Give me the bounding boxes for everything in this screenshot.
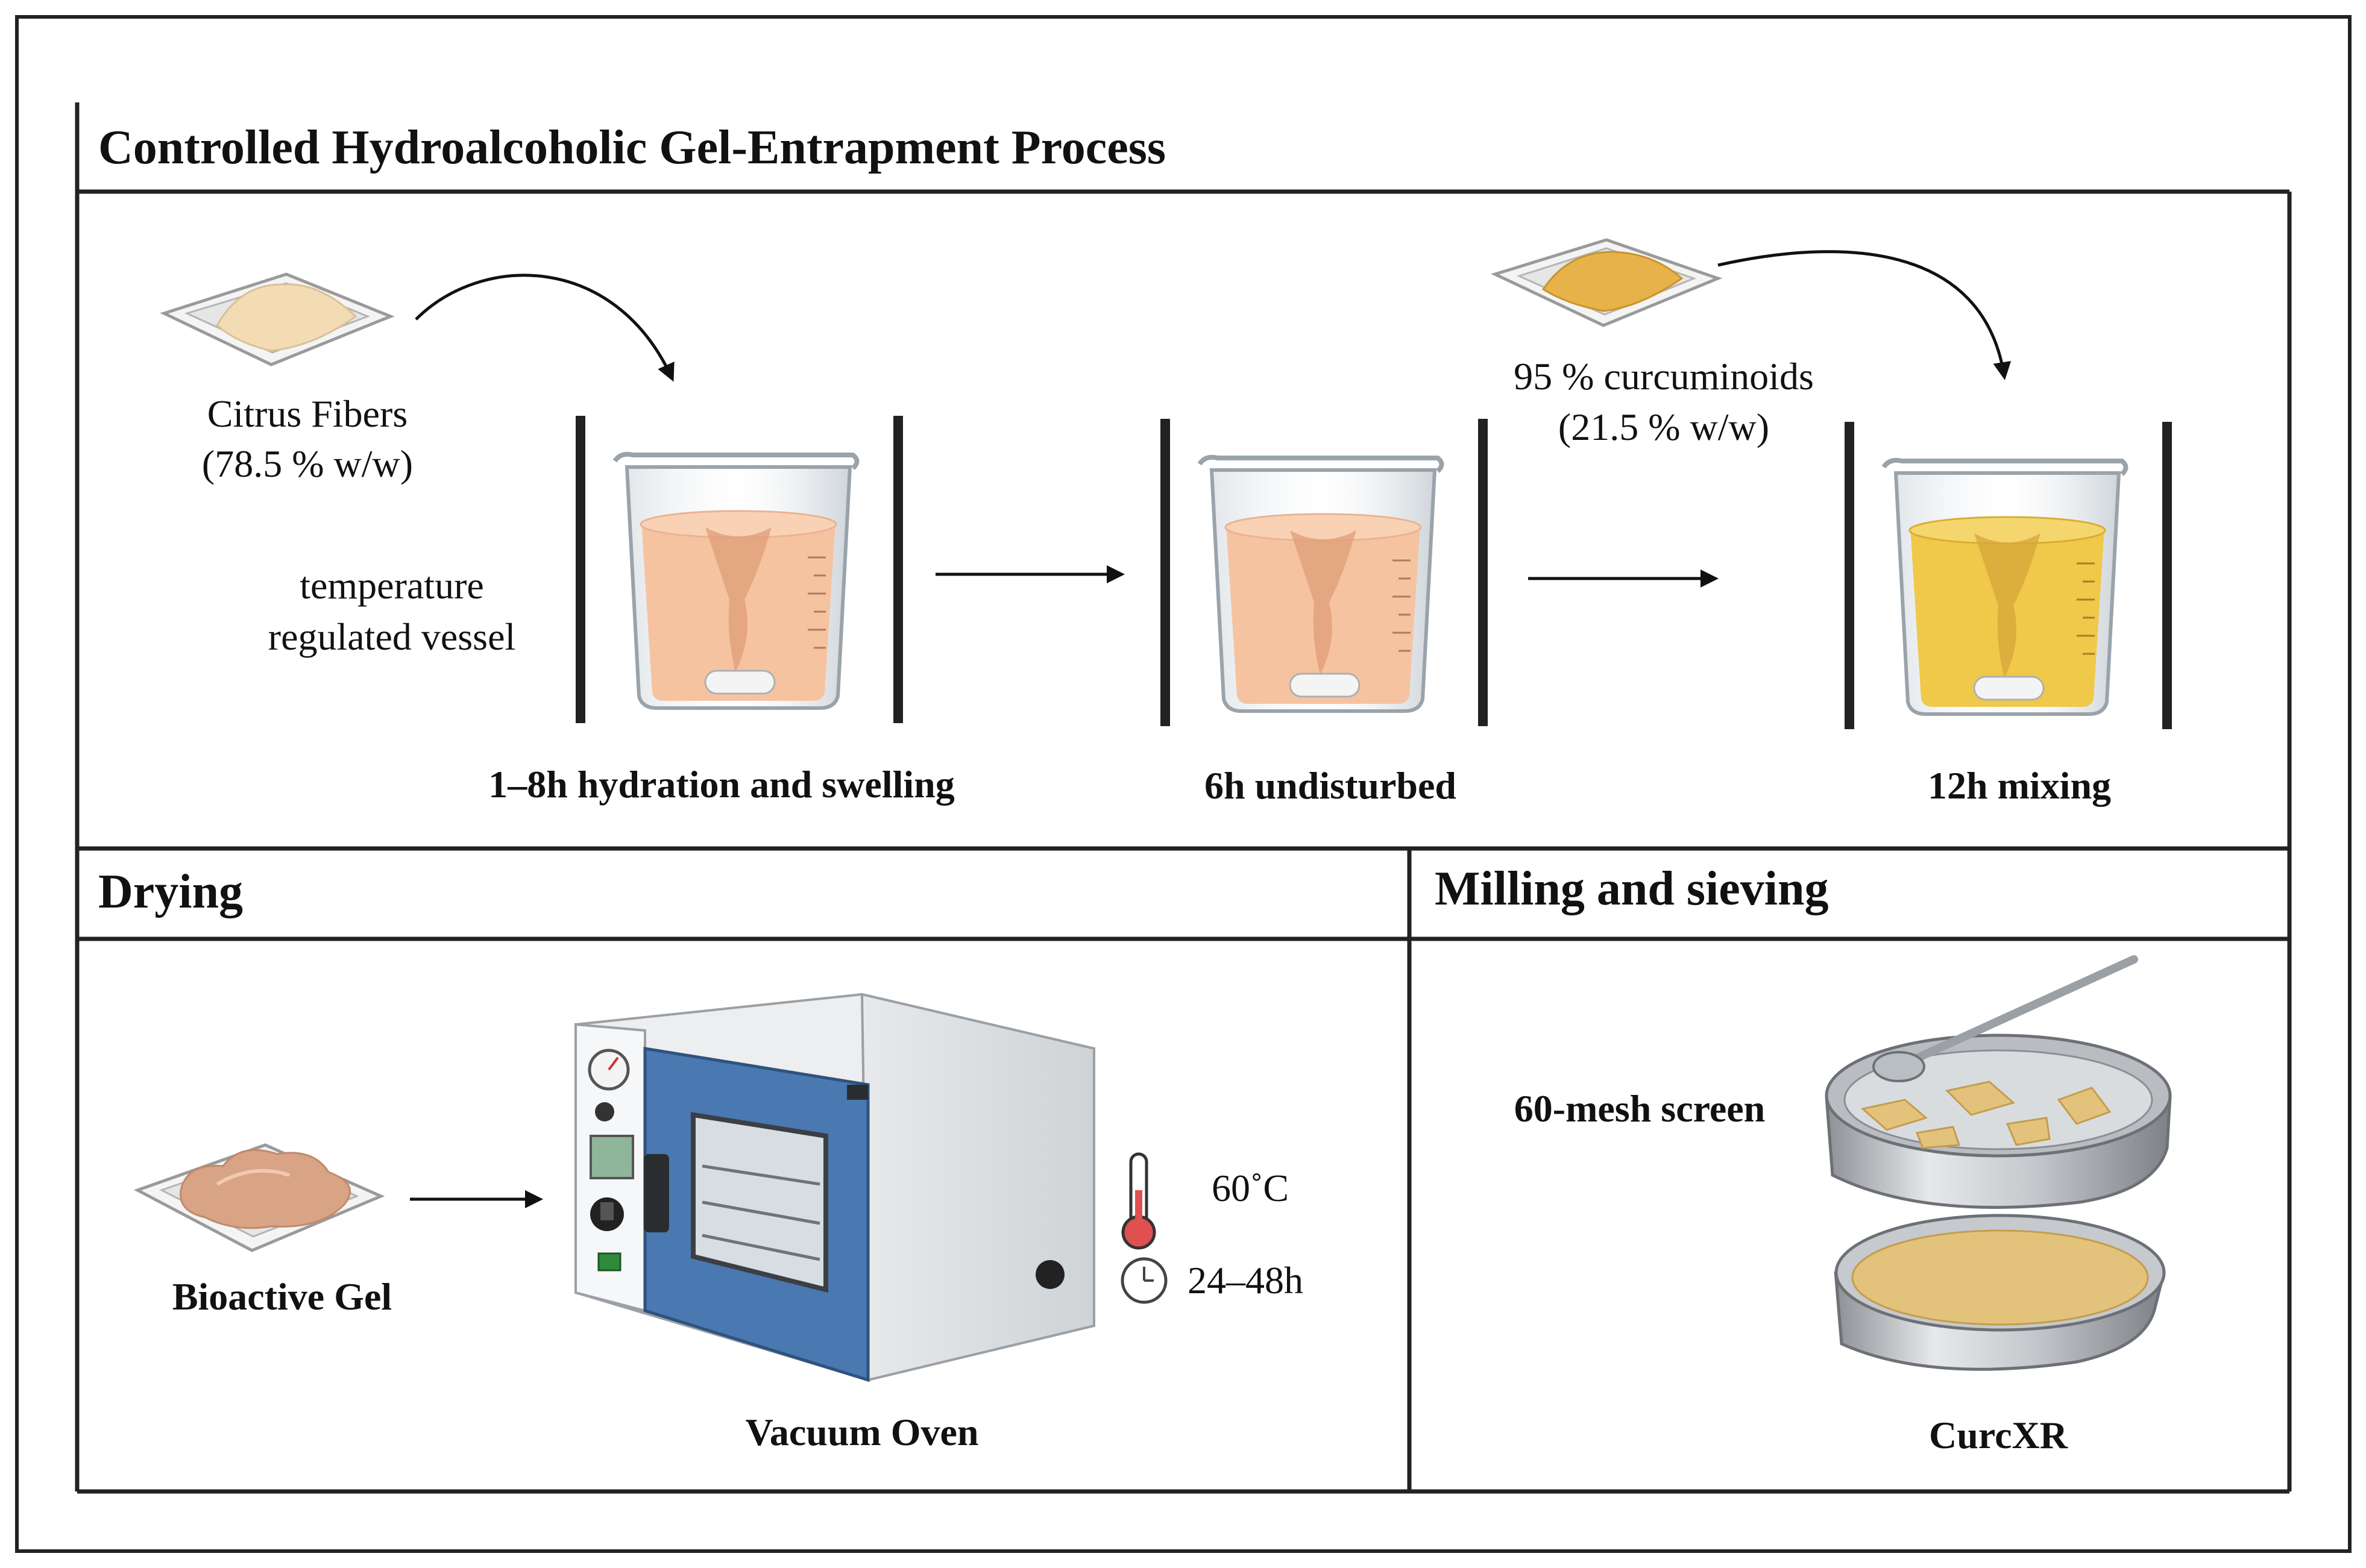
curcumin-tray [1491, 238, 1723, 327]
sieve-stack [1825, 955, 2172, 1371]
citrus-fibers-label: Citrus Fibers [207, 392, 408, 435]
clock-icon [1121, 1257, 1168, 1304]
step-undisturbed-label: 6h undisturbed [1204, 764, 1456, 807]
beaker-undisturbed [1160, 419, 1488, 726]
section-borders [75, 102, 2292, 1494]
vessel-wall-right [893, 416, 903, 723]
outer-frame [15, 15, 2352, 1553]
curcxr-label: CurcXR [1929, 1414, 2068, 1457]
vacuum-oven-label: Vacuum Oven [745, 1411, 979, 1454]
milling-section-title: Milling and sieving [1435, 862, 1829, 915]
citrus-fibers-amount: (78.5 % w/w) [201, 442, 414, 485]
beaker-hydration [576, 416, 903, 723]
bioactive-gel-label: Bioactive Gel [172, 1275, 392, 1318]
beaker-mixing [1845, 422, 2172, 729]
vessel-label-line1: temperature [300, 564, 484, 607]
vessel-wall-left [1845, 422, 1854, 729]
temperature-value: 60˚C [1212, 1167, 1289, 1209]
step-hydration-label: 1–8h hydration and swelling [488, 763, 955, 806]
vessel-wall-right [1478, 419, 1488, 726]
arrow-citrus-to-beaker [415, 274, 675, 382]
curcuminoids-label: 95 % curcuminoids [1514, 355, 1814, 398]
vessel-label-line2: regulated vessel [268, 615, 516, 658]
citrus-fiber-tray [160, 272, 395, 366]
thermometer-icon [1121, 1152, 1156, 1250]
vacuum-oven [574, 993, 1095, 1382]
arrow-curcumin-to-beaker [1717, 250, 2012, 380]
vessel-wall-right [2162, 422, 2172, 729]
spatula-icon [1872, 955, 2138, 1082]
process-section-title: Controlled Hydroalcoholic Gel-Entrapment… [98, 121, 1166, 174]
vessel-wall-left [1160, 419, 1170, 726]
mesh-screen-label: 60-mesh screen [1514, 1087, 1766, 1130]
step-mixing-label: 12h mixing [1927, 764, 2112, 807]
curcuminoids-amount: (21.5 % w/w) [1558, 406, 1770, 448]
bioactive-gel-tray [133, 1143, 385, 1252]
vessel-wall-left [576, 416, 585, 723]
duration-value: 24–48h [1188, 1259, 1303, 1302]
drying-section-title: Drying [98, 865, 243, 918]
